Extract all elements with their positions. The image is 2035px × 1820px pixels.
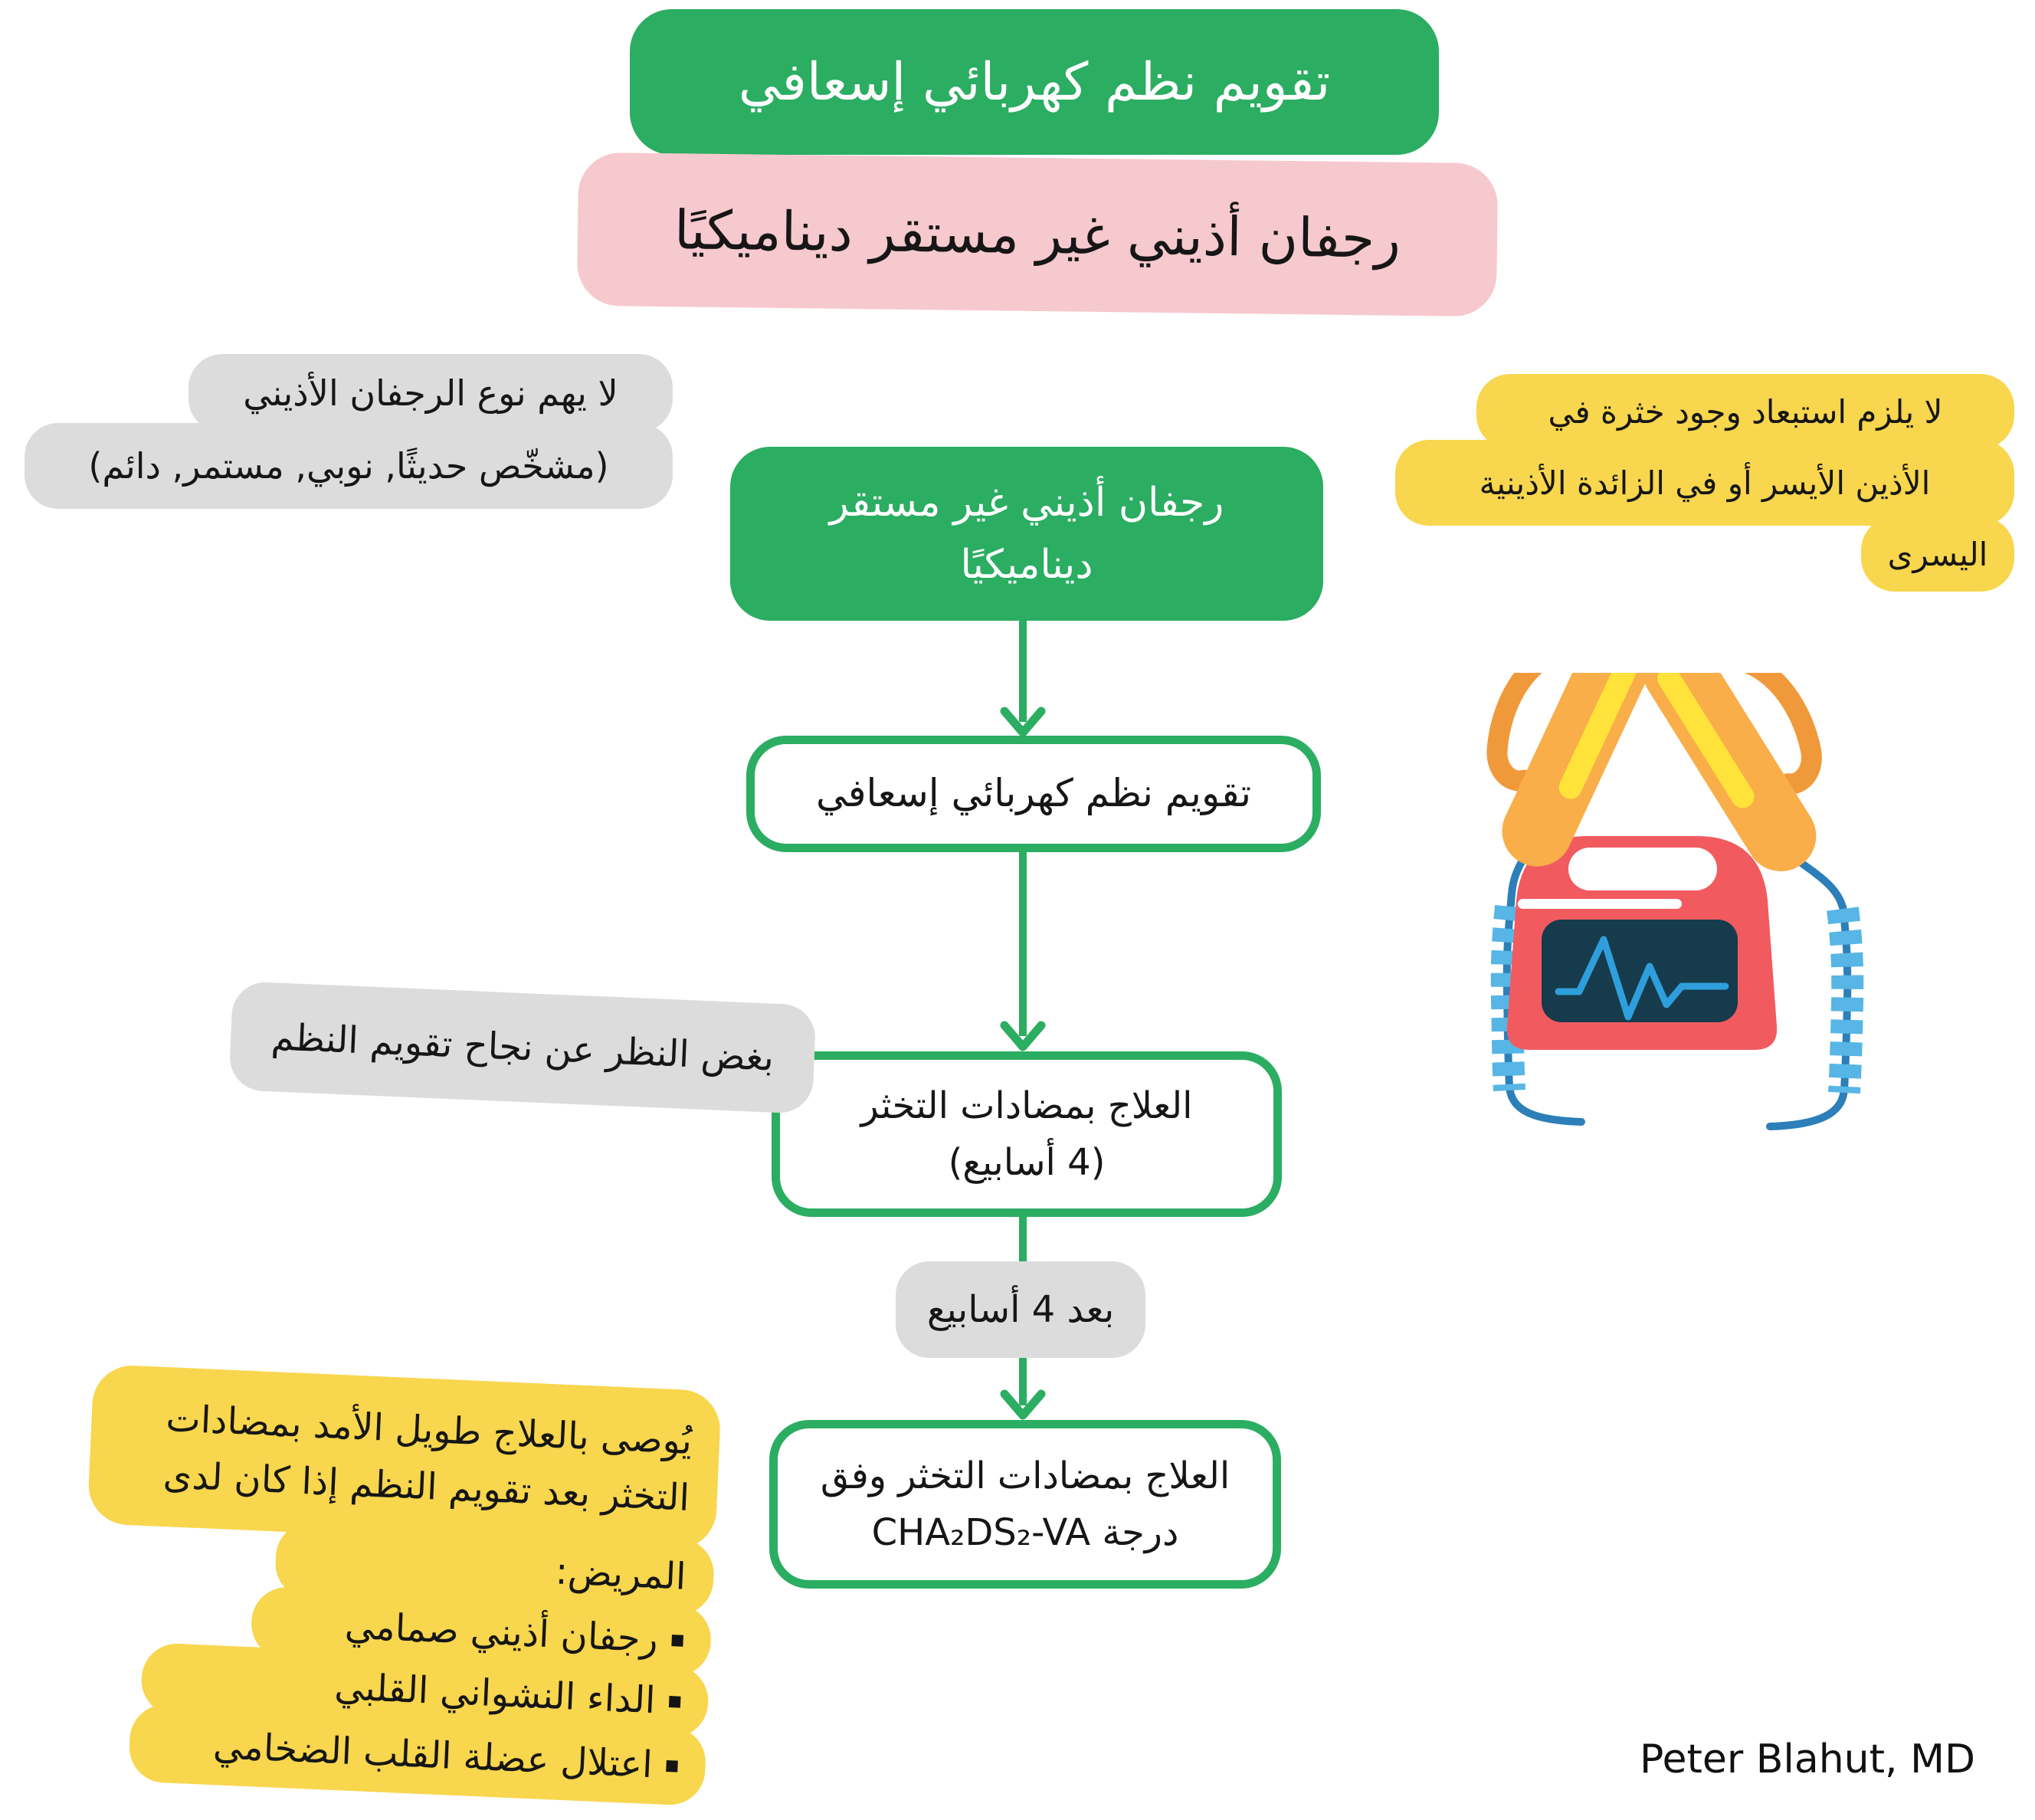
note-after-four-weeks: بعد 4 أسابيع: [896, 1261, 1145, 1358]
note-no-thrombus-line3: اليسرى: [1861, 516, 2014, 592]
connector-line-2: [1019, 848, 1027, 1036]
note-af-type-line1: لا يهم نوع الرجفان الأذيني: [188, 354, 673, 432]
bullet-icon: [671, 1634, 684, 1647]
note-long-term-intro: يُوصى بالعلاج طويل الأمد بمضادات التخثر …: [87, 1363, 722, 1551]
page-subtitle: رجفان أذيني غير مستقر ديناميكيًا: [673, 198, 1401, 271]
note-no-thrombus-line2: الأذين الأيسر أو في الزائدة الأذينية: [1395, 440, 2014, 526]
arrowhead-down-icon: [1000, 1389, 1046, 1420]
title-banner: تقويم نظم كهربائي إسعافي: [630, 9, 1439, 155]
author-credit: Peter Blahut, MD: [1639, 1736, 1975, 1782]
bullet-icon: [666, 1759, 678, 1772]
flow-start-box: رجفان أذيني غير مستقر ديناميكيًا: [730, 447, 1323, 621]
flow-chads-va-box: العلاج بمضادات التخثر وفق درجة CHA₂DS₂-V…: [769, 1420, 1281, 1589]
connector-line-3: [1019, 1214, 1027, 1272]
arrowhead-down-icon: [1000, 707, 1046, 737]
note-long-term: يُوصى بالعلاج طويل الأمد بمضادات التخثر …: [64, 1363, 722, 1807]
subtitle-banner: رجفان أذيني غير مستقر ديناميكيًا: [576, 152, 1499, 317]
flow-anticoagulation-box: العلاج بمضادات التخثر (4 أسابيع): [772, 1051, 1282, 1217]
bullet-icon: [668, 1695, 681, 1708]
flow-cardioversion-box: تقويم نظم كهربائي إسعافي: [746, 736, 1321, 852]
note-regardless: بغض النظر عن نجاح تقويم النظم: [228, 981, 817, 1114]
connector-line-4: [1019, 1355, 1027, 1405]
note-no-thrombus-line1: لا يلزم استبعاد وجود خثرة في: [1476, 374, 2014, 449]
defibrillator-icon: [1486, 673, 1864, 1130]
page-title: تقويم نظم كهربائي إسعافي: [738, 51, 1331, 113]
arrowhead-down-icon: [1000, 1021, 1046, 1051]
note-af-type-line2: (مشخّص حديثًا, نوبي, مستمر, دائم): [25, 423, 673, 509]
connector-line-1: [1019, 618, 1027, 722]
